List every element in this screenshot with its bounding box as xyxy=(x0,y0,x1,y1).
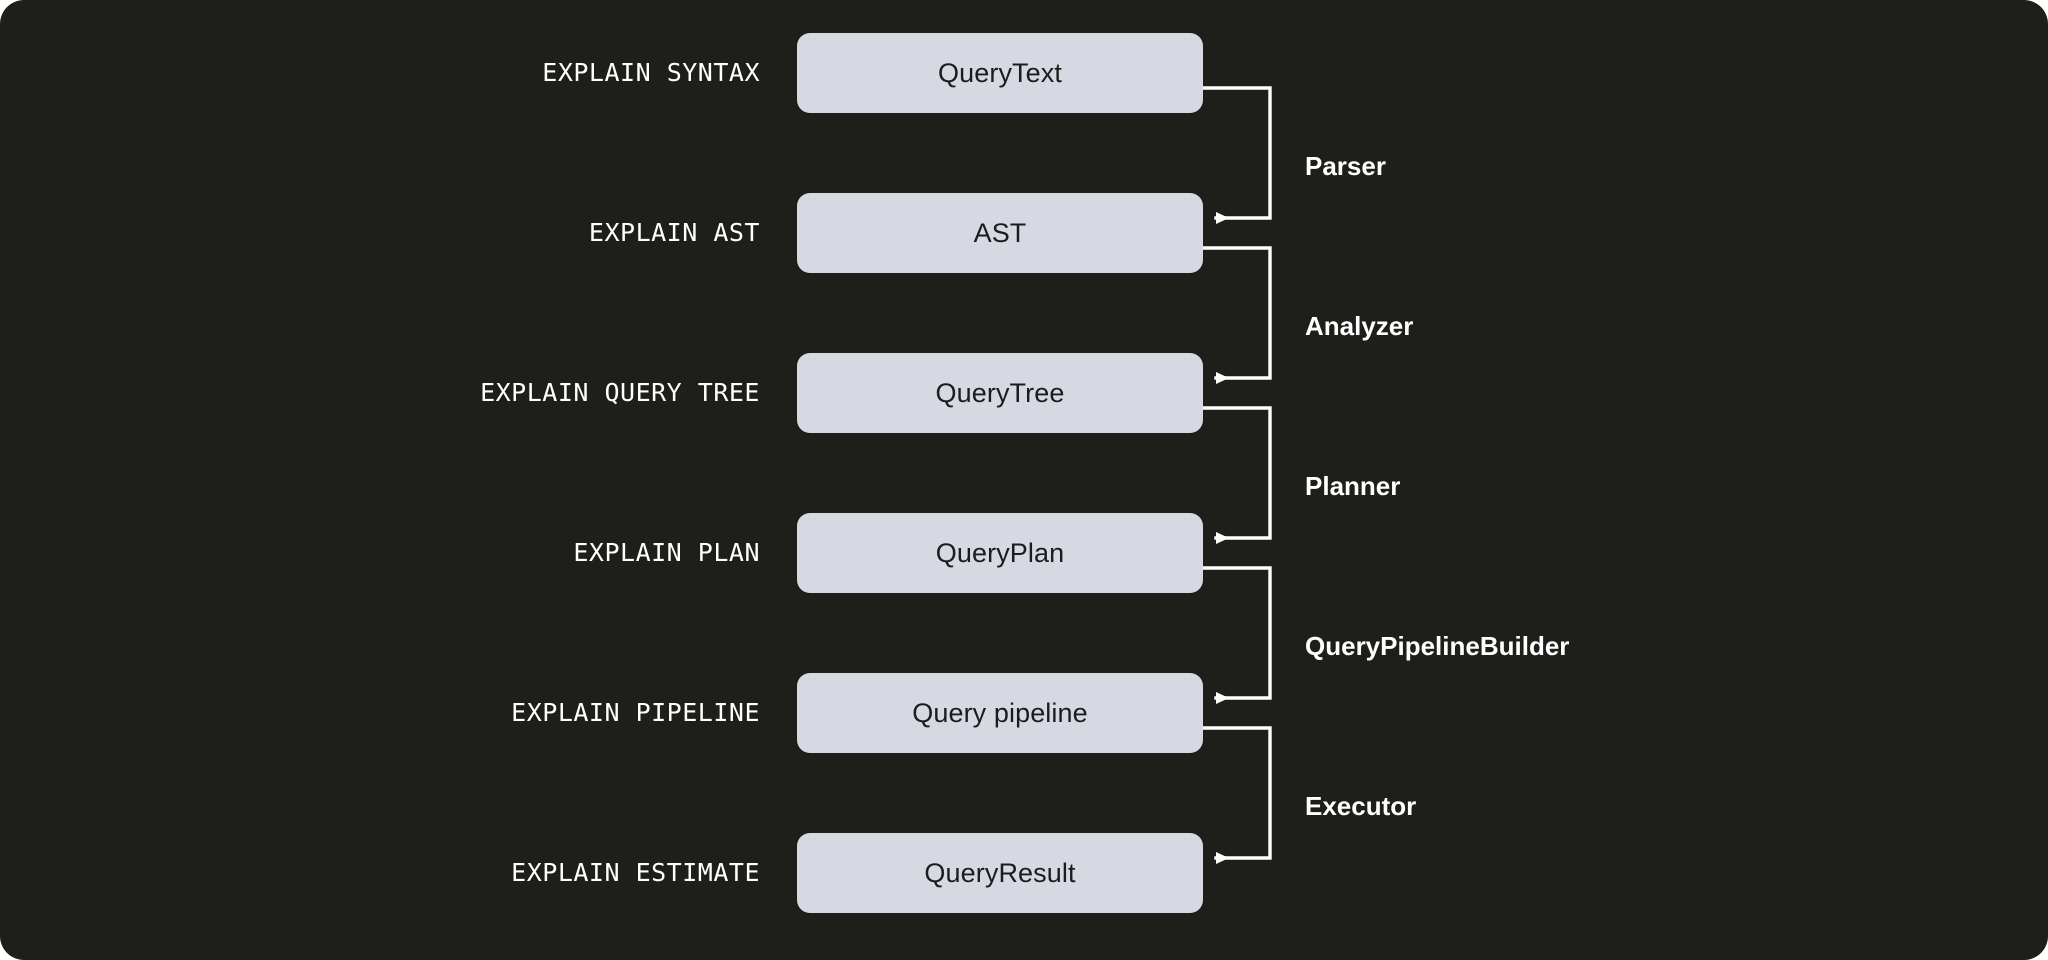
explain-label-query-tree: EXPLAIN QUERY TREE xyxy=(480,378,760,407)
node-box-ast[interactable]: AST xyxy=(797,193,1203,273)
explain-label-plan: EXPLAIN PLAN xyxy=(573,538,760,567)
stage-label-analyzer: Analyzer xyxy=(1305,311,1414,341)
stage-row-estimate: EXPLAIN ESTIMATE QueryResult xyxy=(0,833,2048,913)
explain-label-ast: EXPLAIN AST xyxy=(588,218,760,247)
explain-label-pipeline: EXPLAIN PIPELINE xyxy=(511,698,760,727)
stage-row-query-tree: EXPLAIN QUERY TREE QueryTree xyxy=(0,353,2048,433)
node-box-queryplan[interactable]: QueryPlan xyxy=(797,513,1203,593)
stage-row-pipeline: EXPLAIN PIPELINE Query pipeline xyxy=(0,673,2048,753)
node-box-querytree[interactable]: QueryTree xyxy=(797,353,1203,433)
stage-label-parser: Parser xyxy=(1305,151,1386,181)
stage-label-planner: Planner xyxy=(1305,471,1401,501)
stage-row-ast: EXPLAIN AST AST xyxy=(0,193,2048,273)
stage-row-plan: EXPLAIN PLAN QueryPlan xyxy=(0,513,2048,593)
stage-label-executor: Executor xyxy=(1305,791,1417,821)
node-box-queryresult[interactable]: QueryResult xyxy=(797,833,1203,913)
explain-label-estimate: EXPLAIN ESTIMATE xyxy=(511,858,760,887)
node-box-query-pipeline[interactable]: Query pipeline xyxy=(797,673,1203,753)
stage-label-query-pipeline-builder: QueryPipelineBuilder xyxy=(1305,631,1570,661)
node-box-querytext[interactable]: QueryText xyxy=(797,33,1203,113)
stage-row-syntax: EXPLAIN SYNTAX QueryText xyxy=(0,33,2048,113)
explain-label-syntax: EXPLAIN SYNTAX xyxy=(542,58,760,87)
